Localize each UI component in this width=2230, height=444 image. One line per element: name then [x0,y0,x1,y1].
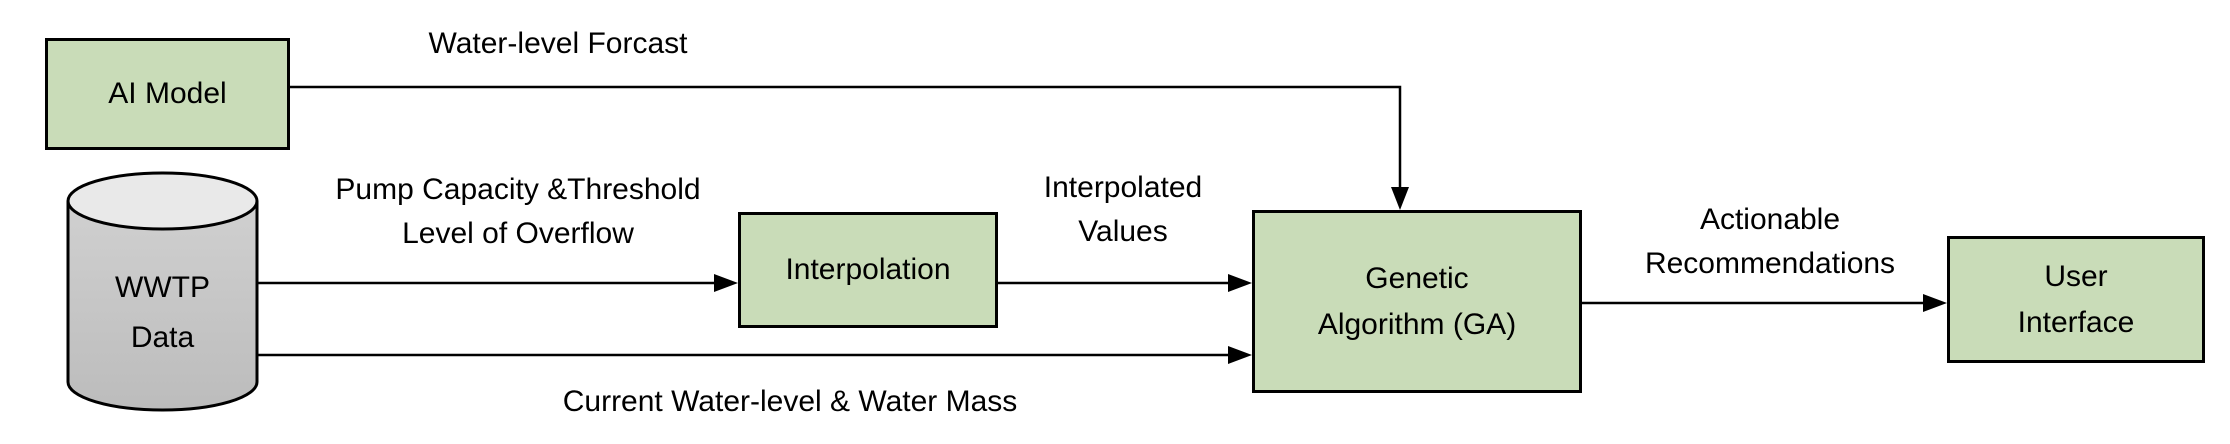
water-forecast-text: Water-level Forcast [428,27,688,60]
arrow-current-water [257,346,1252,364]
arrow-actionable-recommendations [1582,294,1947,312]
actionable-line2: Recommendations [1644,247,1896,280]
interpolated-values-line1: Interpolated [1043,171,1203,204]
edge-label-actionable-recommendations: Actionable Recommendations [1645,198,1895,286]
node-wwtp-data-label: WWTP Data [68,263,257,363]
node-genetic-algorithm: Genetic Algorithm (GA) [1252,210,1582,393]
ui-label-line1: User [2044,259,2108,293]
node-user-interface: User Interface [1947,236,2205,363]
ga-label-line2: Algorithm (GA) [1317,307,1517,341]
node-interpolation-label: Interpolation [785,253,951,286]
current-water-text: Current Water-level & Water Mass [562,385,1018,418]
arrow-pump-capacity [257,274,738,292]
wwtp-database-cylinder [66,171,259,412]
ui-label-line2: Interface [2017,305,2135,339]
edge-label-water-level-forecast: Water-level Forcast [429,22,688,66]
node-ai-model-label: AI Model [108,77,227,110]
pump-capacity-line1: Pump Capacity &Threshold [335,173,701,206]
edge-label-current-water: Current Water-level & Water Mass [563,380,1018,424]
edge-label-interpolated-values: Interpolated Values [1044,166,1202,254]
ga-label-line1: Genetic [1365,261,1469,295]
node-ai-model: AI Model [45,38,290,150]
arrow-interpolated-values [998,274,1252,292]
wwtp-label-line1: WWTP [115,271,210,304]
actionable-line1: Actionable [1699,203,1841,236]
interpolated-values-line2: Values [1078,215,1168,248]
node-interpolation: Interpolation [738,212,998,328]
pump-capacity-line2: Level of Overflow [402,217,634,250]
wwtp-label-line2: Data [130,321,195,354]
edge-label-pump-capacity: Pump Capacity &Threshold Level of Overfl… [335,168,700,256]
arrow-water-level-forecast [290,85,1409,210]
